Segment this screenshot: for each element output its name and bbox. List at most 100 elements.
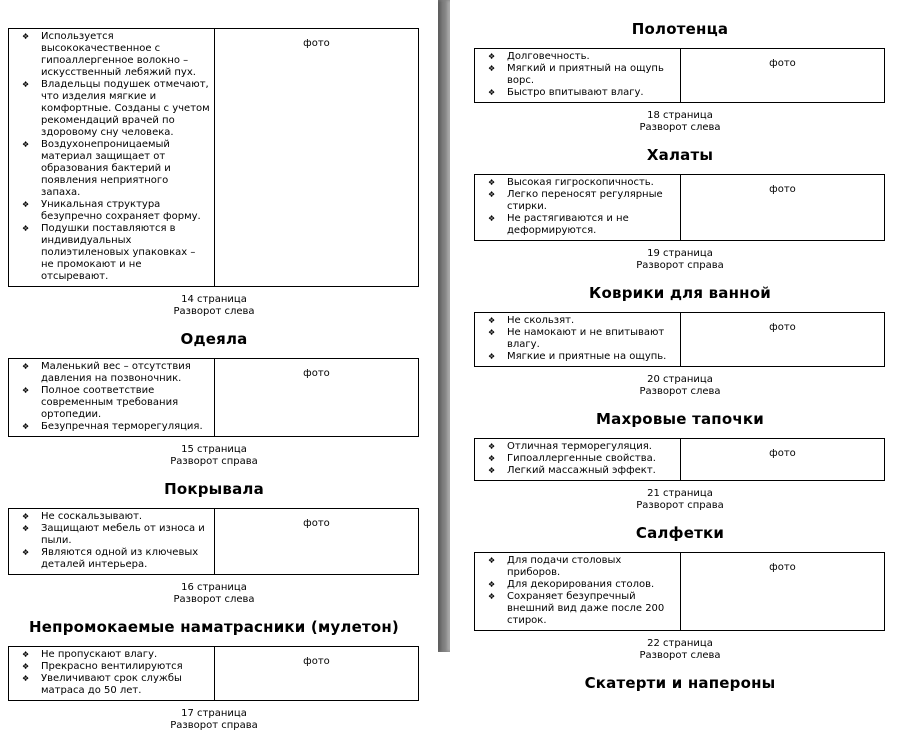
diamond-bullet-icon: ❖ bbox=[22, 386, 30, 395]
page-right[interactable]: Полотенца ❖ Долговечность. ❖ Мягкий и приятн… bbox=[450, 0, 909, 692]
caption-page-number: 22 страница bbox=[647, 638, 713, 649]
table-cell-photo[interactable]: фото bbox=[213, 28, 420, 287]
photo-placeholder-label: фото bbox=[303, 368, 330, 379]
feature-list: ❖Для подачи столовых приборов.❖Для декор… bbox=[477, 555, 676, 627]
list-item: ❖ Долговечность. bbox=[477, 51, 676, 63]
caption-page-number: 20 страница bbox=[647, 374, 713, 385]
caption-spread-side: Разворот справа bbox=[170, 456, 258, 467]
table-cell-features[interactable]: ❖Не пропускают влагу.❖Прекрасно вентилир… bbox=[8, 646, 215, 701]
list-item: ❖ Прекрасно вентилируются bbox=[11, 661, 210, 673]
diamond-bullet-icon: ❖ bbox=[488, 316, 496, 325]
feature-list: ❖Не соскальзывают.❖Защищают мебель от из… bbox=[11, 511, 210, 571]
table-row: ❖ Долговечность. ❖ Мягкий и приятный на ощу… bbox=[474, 48, 886, 103]
table-cell-photo[interactable]: фото bbox=[679, 48, 886, 103]
diamond-bullet-icon: ❖ bbox=[22, 650, 30, 659]
feature-text: Уникальная структура безупречно сохраняе… bbox=[41, 199, 201, 222]
feature-table: ❖ Маленький вес – отсутствия давления на … bbox=[8, 358, 420, 437]
table-cell-features[interactable]: ❖Не соскальзывают.❖Защищают мебель от из… bbox=[8, 508, 215, 575]
feature-text: Легкий массажный эффект. bbox=[507, 465, 656, 476]
list-item: ❖Уникальная структура безупречно сохраня… bbox=[11, 199, 210, 223]
feature-list: ❖ Долговечность. ❖ Мягкий и приятный на ощу… bbox=[477, 51, 676, 99]
feature-list: ❖Отличная терморегуляция.❖Гипоаллергенны… bbox=[477, 441, 676, 477]
feature-text: Долговечность. bbox=[507, 51, 590, 62]
table-cell-features[interactable]: ❖Для подачи столовых приборов.❖Для декор… bbox=[474, 552, 681, 631]
caption-page-number: 17 страница bbox=[181, 708, 247, 719]
feature-text: Не намокают и не впитывают влагу. bbox=[507, 327, 665, 350]
diamond-bullet-icon: ❖ bbox=[488, 88, 496, 97]
section-heading: Полотенца bbox=[631, 20, 729, 38]
list-item: ❖ Высокая гигроскопичность. bbox=[477, 177, 676, 189]
diamond-bullet-icon: ❖ bbox=[22, 362, 30, 371]
table-cell-features[interactable]: ❖ Маленький вес – отсутствия давления на … bbox=[8, 358, 215, 437]
list-item: ❖Гипоаллергенные свойства. bbox=[477, 453, 676, 465]
table-cell-photo[interactable]: фото bbox=[679, 174, 886, 241]
table-cell-photo[interactable]: фото bbox=[213, 508, 420, 575]
list-item: ❖Не растягиваются и не деформируются. bbox=[477, 213, 676, 237]
caption-spread-side: Разворот справа bbox=[636, 260, 724, 271]
table-cell-features[interactable]: ❖ Высокая гигроскопичность.❖Легко перенос… bbox=[474, 174, 681, 241]
list-item: ❖Не соскальзывают. bbox=[11, 511, 210, 523]
table-cell-features[interactable]: ❖Отличная терморегуляция.❖Гипоаллергенны… bbox=[474, 438, 681, 481]
diamond-bullet-icon: ❖ bbox=[488, 178, 496, 187]
feature-text: Подушки поставляются в индивидуальных по… bbox=[41, 223, 196, 282]
table-cell-photo[interactable]: фото bbox=[679, 312, 886, 367]
caption-page-number: 15 страница bbox=[181, 444, 247, 455]
diamond-bullet-icon: ❖ bbox=[22, 662, 30, 671]
feature-list: ❖Не пропускают влагу.❖Прекрасно вентилир… bbox=[11, 649, 210, 697]
table-cell-photo[interactable]: фото bbox=[213, 358, 420, 437]
table-cell-photo[interactable]: фото bbox=[679, 438, 886, 481]
feature-text: Прекрасно вентилируются bbox=[41, 661, 183, 672]
feature-list: ❖ Высокая гигроскопичность.❖Легко перенос… bbox=[477, 177, 676, 237]
caption-spread-side: Разворот слева bbox=[173, 594, 255, 605]
list-item: ❖Мягкие и приятные на ощупь. bbox=[477, 351, 676, 363]
list-item: ❖Сохраняет безупречный внешний вид даже … bbox=[477, 591, 676, 627]
caption-page-number: 19 страница bbox=[647, 248, 713, 259]
list-item: ❖Являются одной из ключевых деталей инте… bbox=[11, 547, 210, 571]
list-item: ❖Используется высококачественное с гипоа… bbox=[11, 31, 210, 79]
feature-table: ❖Для подачи столовых приборов.❖Для декор… bbox=[474, 552, 886, 631]
page-divider bbox=[438, 0, 450, 652]
list-item: ❖ Владельцы подушек отмечают, что изделия… bbox=[11, 79, 210, 139]
table-row: ❖ Не скользят. ❖ Не намокают и не впитывают… bbox=[474, 312, 886, 367]
table-cell-photo[interactable]: фото bbox=[679, 552, 886, 631]
list-item: ❖ Не скользят. bbox=[477, 315, 676, 327]
feature-text: Не скользят. bbox=[507, 315, 575, 326]
table-cell-features[interactable]: ❖ Не скользят. ❖ Не намокают и не впитывают… bbox=[474, 312, 681, 367]
photo-placeholder-label: фото bbox=[769, 184, 796, 195]
list-item: ❖Воздухонепроницаемый материал защищает … bbox=[11, 139, 210, 199]
section-heading: Махровые тапочки bbox=[596, 410, 764, 428]
photo-placeholder-label: фото bbox=[303, 38, 330, 49]
diamond-bullet-icon: ❖ bbox=[488, 328, 496, 337]
feature-text: Для декорирования столов. bbox=[507, 579, 655, 590]
diamond-bullet-icon: ❖ bbox=[488, 466, 496, 475]
feature-text: Высокая гигроскопичность. bbox=[507, 177, 654, 188]
photo-placeholder-label: фото bbox=[769, 58, 796, 69]
list-item: ❖Для декорирования столов. bbox=[477, 579, 676, 591]
feature-text: Мягкий и приятный на ощупь ворс. bbox=[507, 63, 664, 86]
table-cell-photo[interactable]: фото bbox=[213, 646, 420, 701]
feature-text: Защищают мебель от износа и пыли. bbox=[41, 523, 205, 546]
list-item: ❖Легко переносят регулярные стирки. bbox=[477, 189, 676, 213]
feature-text: Владельцы подушек отмечают, что изделия … bbox=[41, 79, 210, 138]
feature-table: ❖Отличная терморегуляция.❖Гипоаллергенны… bbox=[474, 438, 886, 481]
feature-text: Безупречная терморегуляция. bbox=[41, 421, 203, 432]
feature-table: ❖Используется высококачественное с гипоа… bbox=[8, 28, 420, 287]
diamond-bullet-icon: ❖ bbox=[22, 224, 30, 233]
table-row: ❖ Маленький вес – отсутствия давления на … bbox=[8, 358, 420, 437]
caption-spread-side: Разворот справа bbox=[636, 500, 724, 511]
feature-text: Маленький вес – отсутствия давления на п… bbox=[41, 361, 191, 384]
feature-list: ❖ Маленький вес – отсутствия давления на … bbox=[11, 361, 210, 433]
page-left[interactable]: ❖Используется высококачественное с гипоа… bbox=[0, 0, 438, 731]
caption-page-number: 21 страница bbox=[647, 488, 713, 499]
table-cell-features[interactable]: ❖ Долговечность. ❖ Мягкий и приятный на ощу… bbox=[474, 48, 681, 103]
feature-text: Увеличивают срок службы матраса до 50 ле… bbox=[41, 673, 182, 696]
table-cell-features[interactable]: ❖Используется высококачественное с гипоа… bbox=[8, 28, 215, 287]
feature-list: ❖Используется высококачественное с гипоа… bbox=[11, 31, 210, 283]
diamond-bullet-icon: ❖ bbox=[488, 52, 496, 61]
list-item: ❖Защищают мебель от износа и пыли. bbox=[11, 523, 210, 547]
list-item: ❖Отличная терморегуляция. bbox=[477, 441, 676, 453]
diamond-bullet-icon: ❖ bbox=[22, 80, 30, 89]
